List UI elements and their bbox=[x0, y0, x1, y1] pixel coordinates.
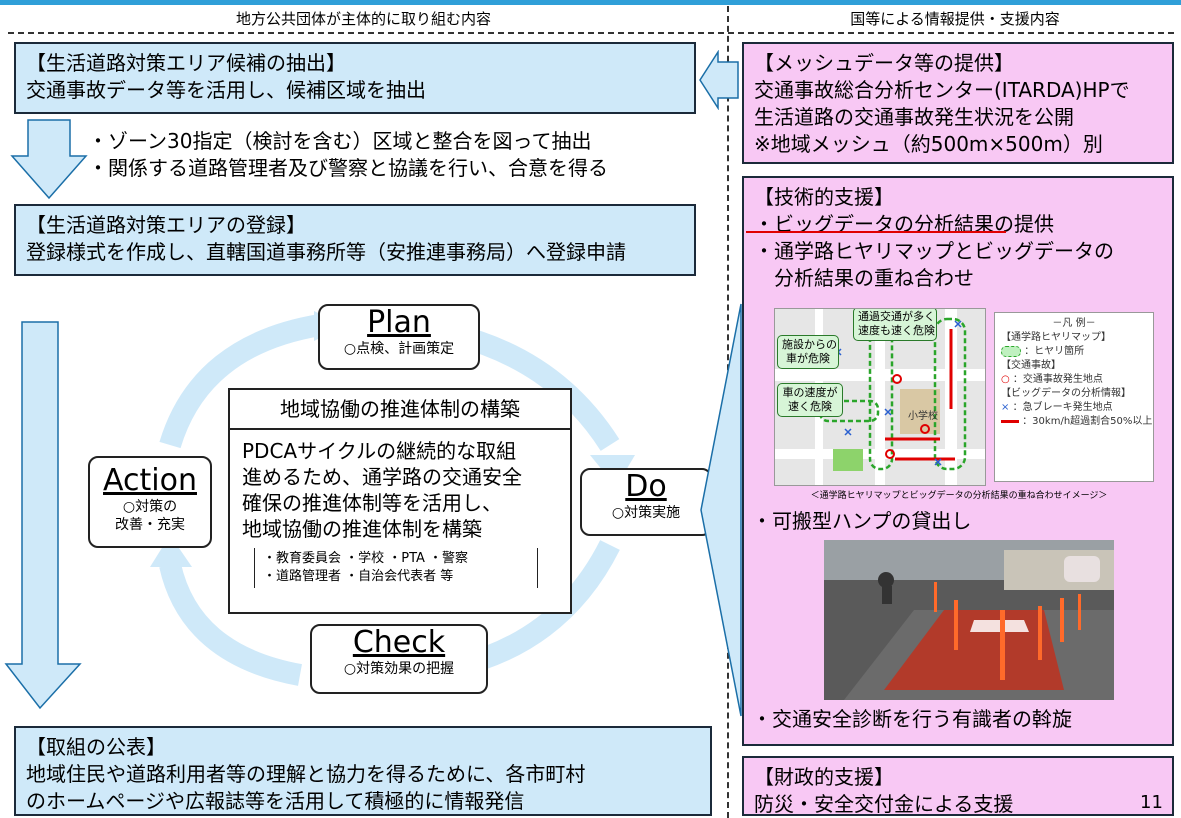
legend-section-accident: 【交通事故】 bbox=[1001, 360, 1061, 371]
technical-title: 【技術的支援】 bbox=[754, 185, 894, 209]
legend-item-hiyari: ：ヒヤリ箇所 bbox=[1001, 345, 1147, 359]
do-subtitle: ○対策実施 bbox=[611, 505, 681, 521]
check-card: Check ○対策効果の把握 bbox=[310, 624, 488, 694]
collaboration-line-2: 進めるため、通学路の交通安全 bbox=[242, 465, 522, 489]
collaboration-box: 地域協働の推進体制の構築 PDCAサイクルの継続的な取組 進めるため、通学路の交… bbox=[228, 388, 572, 614]
mesh-body-2: 生活道路の交通事故発生状況を公開 bbox=[754, 105, 1074, 129]
legend-hiyari-icon bbox=[1001, 345, 1021, 357]
extraction-note-agreement: ・関係する道路管理者及び警察と協議を行い、合意を得る bbox=[88, 156, 608, 180]
legend-section-hiyari: 【通学路ヒヤリマップ】 bbox=[1001, 332, 1111, 343]
map-callout-facility-car: 施設からの 車が危険 bbox=[777, 335, 839, 369]
technical-item-bigdata: ・ビッグデータの分析結果の提供 bbox=[754, 212, 1054, 236]
extraction-notes: ・ゾーン30指定（検討を含む）区域と整合を図って抽出 ・関係する道路管理者及び警… bbox=[88, 128, 708, 182]
technical-item-expert: ・交通安全診断を行う有識者の斡旋 bbox=[752, 707, 1072, 731]
right-column-header: 国等による情報提供・支援内容 bbox=[850, 10, 1060, 28]
page-number: 11 bbox=[1140, 792, 1163, 813]
registration-box: 【生活道路対策エリアの登録】 登録様式を作成し、直轄国道事務所等（安推連事務局）… bbox=[14, 204, 696, 276]
registration-body: 登録様式を作成し、直轄国道事務所等（安推連事務局）へ登録申請 bbox=[26, 240, 626, 264]
legend-speeding-icon bbox=[1001, 419, 1019, 423]
action-subtitle-1: ○対策の bbox=[122, 499, 178, 515]
extraction-box: 【生活道路対策エリア候補の抽出】 交通事故データ等を活用し、候補区域を抽出 bbox=[14, 42, 696, 114]
legend-braking-label: ：急ブレーキ発生地点 bbox=[1012, 402, 1113, 413]
legend-hiyari-label: ：ヒヤリ箇所 bbox=[1024, 346, 1085, 357]
hiyari-map-image: 小学校 通過交通が多く 速度も速く危険 施設からの 車が危険 車の速度が 速く危… bbox=[774, 308, 986, 486]
publication-title: 【取組の公表】 bbox=[26, 735, 166, 759]
legend-item-speeding: ：30km/h超過割合50%以上 bbox=[1001, 415, 1152, 429]
top-accent-bar bbox=[0, 0, 1181, 5]
plan-card: Plan ○点検、計画策定 bbox=[318, 304, 480, 370]
red-underline bbox=[746, 231, 1006, 233]
action-card: Action ○対策の 改善・充実 bbox=[88, 456, 212, 548]
legend-title: －凡 例－ bbox=[1052, 318, 1096, 329]
financial-support-box: 【財政的支援】 防災・安全交付金による支援 bbox=[742, 756, 1174, 816]
do-card: Do ○対策実施 bbox=[580, 468, 712, 536]
map-callout-through-traffic: 通過交通が多く 速度も速く危険 bbox=[853, 309, 937, 341]
check-subtitle: ○対策効果の把握 bbox=[343, 661, 455, 677]
collaboration-line-4: 地域協働の推進体制を構築 bbox=[242, 517, 482, 541]
extraction-note-zone30: ・ゾーン30指定（検討を含む）区域と整合を図って抽出 bbox=[88, 129, 592, 153]
left-arrow-mesh bbox=[699, 50, 739, 110]
mesh-body-1: 交通事故総合分析センター(ITARDA)HPで bbox=[754, 78, 1130, 102]
legend-item-accident: ○ ：交通事故発生地点 bbox=[1001, 373, 1147, 387]
legend-accident-icon: ○ bbox=[1001, 374, 1010, 385]
check-title: Check bbox=[352, 625, 446, 660]
collaboration-line-1: PDCAサイクルの継続的な取組 bbox=[242, 439, 517, 463]
registration-title: 【生活道路対策エリアの登録】 bbox=[26, 213, 306, 237]
cycle-arrow-check-action bbox=[159, 562, 303, 686]
collaboration-title: 地域協働の推進体制の構築 bbox=[230, 390, 570, 430]
extraction-title: 【生活道路対策エリア候補の抽出】 bbox=[26, 51, 346, 75]
collaboration-body: PDCAサイクルの継続的な取組 進めるため、通学路の交通安全 確保の推進体制等を… bbox=[230, 430, 570, 596]
collaboration-members: ・教育委員会 ・学校 ・PTA ・警察 ・道路管理者 ・自治会代表者 等 bbox=[254, 548, 538, 588]
publication-box: 【取組の公表】 地域住民や道路利用者等の理解と協力を得るために、各市町村 のホー… bbox=[14, 726, 712, 816]
callout-line-4: 車が危険 bbox=[786, 352, 830, 365]
cycle-arrow-action-plan bbox=[159, 314, 322, 449]
publication-body-1: 地域住民や道路利用者等の理解と協力を得るために、各市町村 bbox=[26, 762, 586, 786]
callout-line-5: 車の速度が bbox=[782, 386, 838, 399]
members-line-2: ・道路管理者 ・自治会代表者 等 bbox=[263, 569, 454, 584]
map-callout-speed: 車の速度が 速く危険 bbox=[777, 383, 843, 417]
portable-hump-photo bbox=[824, 540, 1114, 700]
left-column-header: 地方公共団体が主体的に取り組む内容 bbox=[235, 10, 491, 28]
map-legend: －凡 例－ 【通学路ヒヤリマップ】 ：ヒヤリ箇所 【交通事故】 ○ ：交通事故発… bbox=[994, 312, 1154, 482]
technical-item-overlay-2: 分析結果の重ね合わせ bbox=[774, 266, 974, 290]
legend-speeding-label: ：30km/h超過割合50%以上 bbox=[1022, 416, 1153, 427]
members-line-1: ・教育委員会 ・学校 ・PTA ・警察 bbox=[263, 551, 469, 566]
map-caption: ＜通学路ヒヤリマップとビッグデータの分析結果の重ね合わせイメージ＞ bbox=[810, 491, 1108, 501]
legend-accident-label: ：交通事故発生地点 bbox=[1012, 374, 1103, 385]
legend-section-bigdata: 【ビッグデータの分析情報】 bbox=[1001, 388, 1131, 399]
header-divider bbox=[8, 32, 1174, 34]
legend-braking-icon: × bbox=[1001, 402, 1010, 413]
action-subtitle-2: 改善・充実 bbox=[115, 517, 185, 533]
financial-body: 防災・安全交付金による支援 bbox=[754, 792, 1014, 816]
plan-subtitle: ○点検、計画策定 bbox=[343, 341, 455, 357]
legend-item-braking: × ：急ブレーキ発生地点 bbox=[1001, 401, 1147, 415]
callout-line-3: 施設からの bbox=[782, 338, 837, 351]
left-arrow-technical bbox=[700, 303, 742, 717]
map-school-label: 小学校 bbox=[908, 409, 938, 422]
technical-item-overlay-1: ・通学路ヒヤリマップとビッグデータの bbox=[754, 239, 1114, 263]
collaboration-line-3: 確保の推進体制等を活用し、 bbox=[242, 491, 502, 515]
mesh-data-box: 【メッシュデータ等の提供】 交通事故総合分析センター(ITARDA)HPで 生活… bbox=[742, 42, 1174, 164]
down-arrow-1 bbox=[10, 119, 88, 200]
plan-title: Plan bbox=[367, 305, 431, 340]
action-title: Action bbox=[103, 463, 197, 498]
mesh-body-3: ※地域メッシュ（約500m×500m）別 bbox=[754, 132, 1103, 156]
financial-title: 【財政的支援】 bbox=[754, 765, 894, 789]
hump-photo-graphic bbox=[824, 540, 1114, 700]
mesh-title: 【メッシュデータ等の提供】 bbox=[754, 51, 1014, 75]
callout-line-2: 速度も速く危険 bbox=[858, 324, 935, 337]
callout-line-1: 通過交通が多く bbox=[858, 310, 935, 323]
do-title: Do bbox=[625, 469, 667, 504]
publication-body-2: のホームページや広報誌等を活用して積極的に情報発信 bbox=[26, 789, 525, 813]
technical-item-hump: ・可搬型ハンプの貸出し bbox=[752, 509, 972, 533]
extraction-body: 交通事故データ等を活用し、候補区域を抽出 bbox=[26, 78, 426, 102]
down-arrow-long bbox=[4, 321, 82, 710]
callout-line-6: 速く危険 bbox=[788, 400, 832, 413]
